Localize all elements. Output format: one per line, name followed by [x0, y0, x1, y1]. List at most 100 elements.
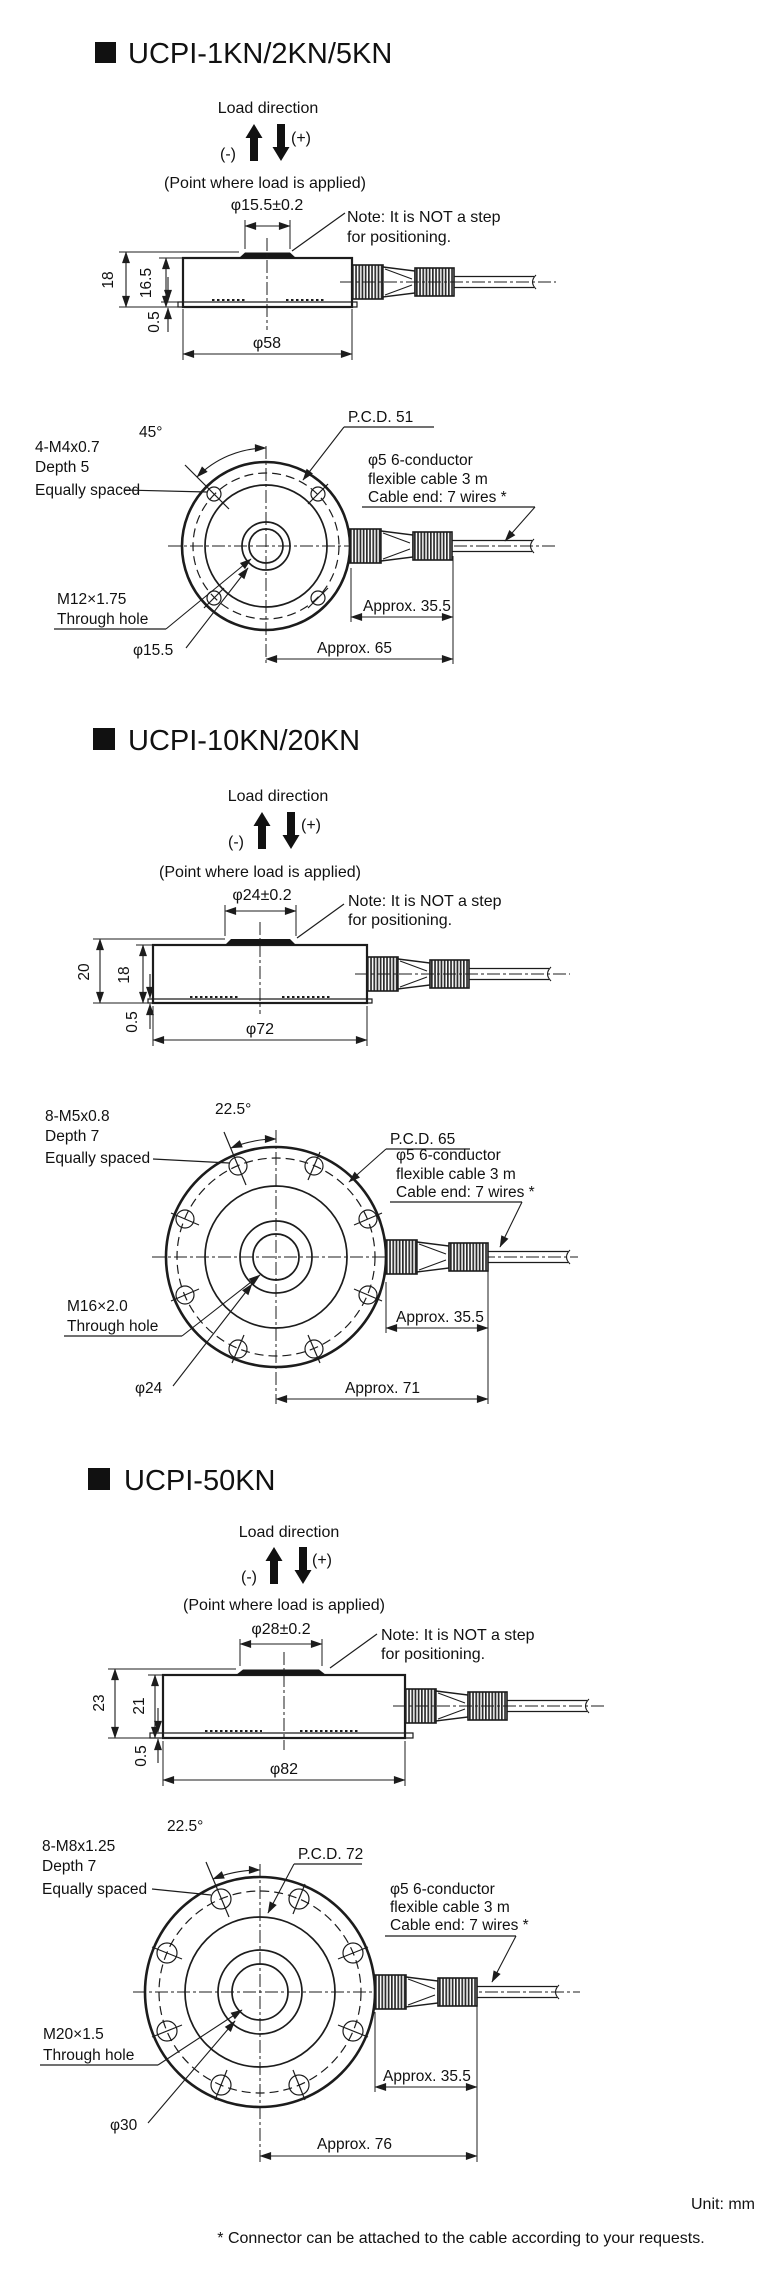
drawing-line [210, 2074, 232, 2096]
load-boss [225, 939, 296, 945]
length-dimension-lines [275, 1268, 489, 1404]
drawing-line [304, 1156, 324, 1176]
drawing-line [342, 2020, 364, 2042]
cable-spec-line1: φ5 6-conductor [396, 1147, 501, 1164]
cable-spec-line3: Cable end: 7 wires * [390, 1917, 529, 1934]
drawing-line [175, 1285, 195, 1305]
drawing-line [151, 2024, 183, 2038]
unit-note: Unit: mm [691, 2196, 755, 2213]
pcd-label: P.C.D. 65 [390, 1131, 455, 1148]
thread-spec-leader [181, 1274, 261, 1337]
drawing-line [206, 590, 222, 606]
dim-body-height: 21 [131, 1697, 148, 1714]
bolt-spec-line1: 8-M5x0.8 [45, 1108, 110, 1125]
drawing-line [353, 1288, 383, 1302]
note-line2: for positioning. [348, 912, 452, 929]
drawing-line [203, 587, 225, 609]
drawing-line [307, 587, 329, 609]
cable-spec-line1: φ5 6-conductor [368, 452, 473, 469]
center-diameter-leader [185, 567, 249, 649]
load-point-label: (Point where load is applied) [164, 175, 366, 192]
base-plate [149, 1732, 414, 1739]
dim-body-diameter: φ72 [246, 1021, 274, 1038]
angle-arc [196, 444, 267, 478]
minus-label: (-) [241, 1569, 257, 1586]
dim-total-length: Approx. 76 [317, 2136, 392, 2153]
bolt-spec-line3: Equally spaced [45, 1150, 150, 1167]
drawing-line [210, 1888, 232, 1910]
plus-label: (+) [312, 1552, 332, 1569]
angle-radial-line [223, 1131, 247, 1186]
drawing-line [288, 2074, 310, 2096]
load-direction-label: Load direction [218, 100, 319, 117]
cable-spec-leader [491, 1935, 517, 1983]
load-arrow-up-icon [253, 812, 271, 849]
dim-total-length: Approx. 71 [345, 1380, 420, 1397]
drawing-line [337, 1946, 369, 1960]
dim-total-height: 18 [100, 271, 117, 288]
pcd-label: P.C.D. 72 [298, 1846, 363, 1863]
side-view-dimension-lines [108, 1668, 406, 1786]
plus-label: (+) [291, 130, 311, 147]
dim-base-thickness: 0.5 [133, 1745, 150, 1767]
bolt-spec-line1: 4-M4x0.7 [35, 439, 100, 456]
bolt-spec-leader [123, 489, 208, 493]
plus-label: (+) [301, 817, 321, 834]
dim-body-diameter: φ82 [270, 1761, 298, 1778]
boss-dimension-lines [244, 212, 346, 252]
center-diameter-leader [172, 1283, 253, 1387]
drawing-line [342, 1942, 364, 1964]
dim-body-height: 16.5 [138, 268, 155, 298]
section-bullet-icon [93, 728, 115, 750]
drawing-line [307, 1151, 321, 1181]
bolt-holes [151, 1883, 369, 2101]
thread-spec-leader [157, 2009, 243, 2066]
drawing-line [175, 1209, 195, 1229]
length-dimension-lines [265, 556, 454, 664]
pcd-leader [267, 1863, 295, 1914]
load-arrow-down-icon [282, 812, 300, 849]
cable-spec-line3: Cable end: 7 wires * [396, 1184, 535, 1201]
bolt-spec-line2: Depth 5 [35, 459, 89, 476]
side-view-dimension-lines [119, 251, 353, 360]
connector-footnote: * Connector can be attached to the cable… [217, 2230, 704, 2247]
bolt-spec-leader [152, 1158, 230, 1164]
cable-spec-line1: φ5 6-conductor [390, 1881, 495, 1898]
angle-label: 22.5° [215, 1101, 251, 1118]
drawing-line [288, 1888, 310, 1910]
note-line2: for positioning. [381, 1646, 485, 1663]
angle-label: 22.5° [167, 1818, 203, 1835]
cable-spec-line2: flexible cable 3 m [396, 1166, 516, 1183]
top-view [168, 444, 556, 666]
dim-total-length: Approx. 65 [317, 640, 392, 657]
section-bullet-icon [88, 1468, 110, 1490]
base-plate [147, 998, 373, 1004]
drawing-line [156, 1942, 178, 1964]
drawing-line [358, 1285, 378, 1305]
load-arrow-down-icon [294, 1547, 312, 1584]
section-title: UCPI-1KN/2KN/5KN [128, 38, 392, 70]
pcd-leader [302, 426, 345, 481]
dim-body-diameter: φ58 [253, 335, 281, 352]
section-ucpi-10kn-20kn: UCPI-10KN/20KN Load direction (-) (+) (P… [45, 725, 578, 1404]
section-ucpi-1kn-2kn-5kn: UCPI-1KN/2KN/5KN Load direction (-) (+) … [35, 38, 556, 666]
note-line1: Note: It is NOT a step [347, 209, 501, 226]
dim-base-thickness: 0.5 [146, 311, 163, 333]
load-direction-label: Load direction [228, 788, 329, 805]
side-view-dimension-lines [93, 938, 368, 1046]
top-view [152, 1130, 578, 1404]
drawing-line [206, 486, 222, 502]
load-arrow-down-icon [272, 124, 290, 161]
side-view [177, 238, 556, 330]
center-diameter-label: φ15.5 [133, 642, 173, 659]
load-arrow-up-icon [265, 1547, 283, 1584]
center-diameter-label: φ30 [110, 2117, 138, 2134]
thread-spec-line2: Through hole [57, 611, 148, 628]
boss-dimension-lines [224, 903, 345, 939]
dim-connector-length: Approx. 35.5 [383, 2068, 471, 2085]
drawing-line [310, 590, 326, 606]
drawing-line [151, 1946, 183, 1960]
bolt-spec-line2: Depth 7 [45, 1128, 99, 1145]
drawing-line [307, 1334, 321, 1364]
